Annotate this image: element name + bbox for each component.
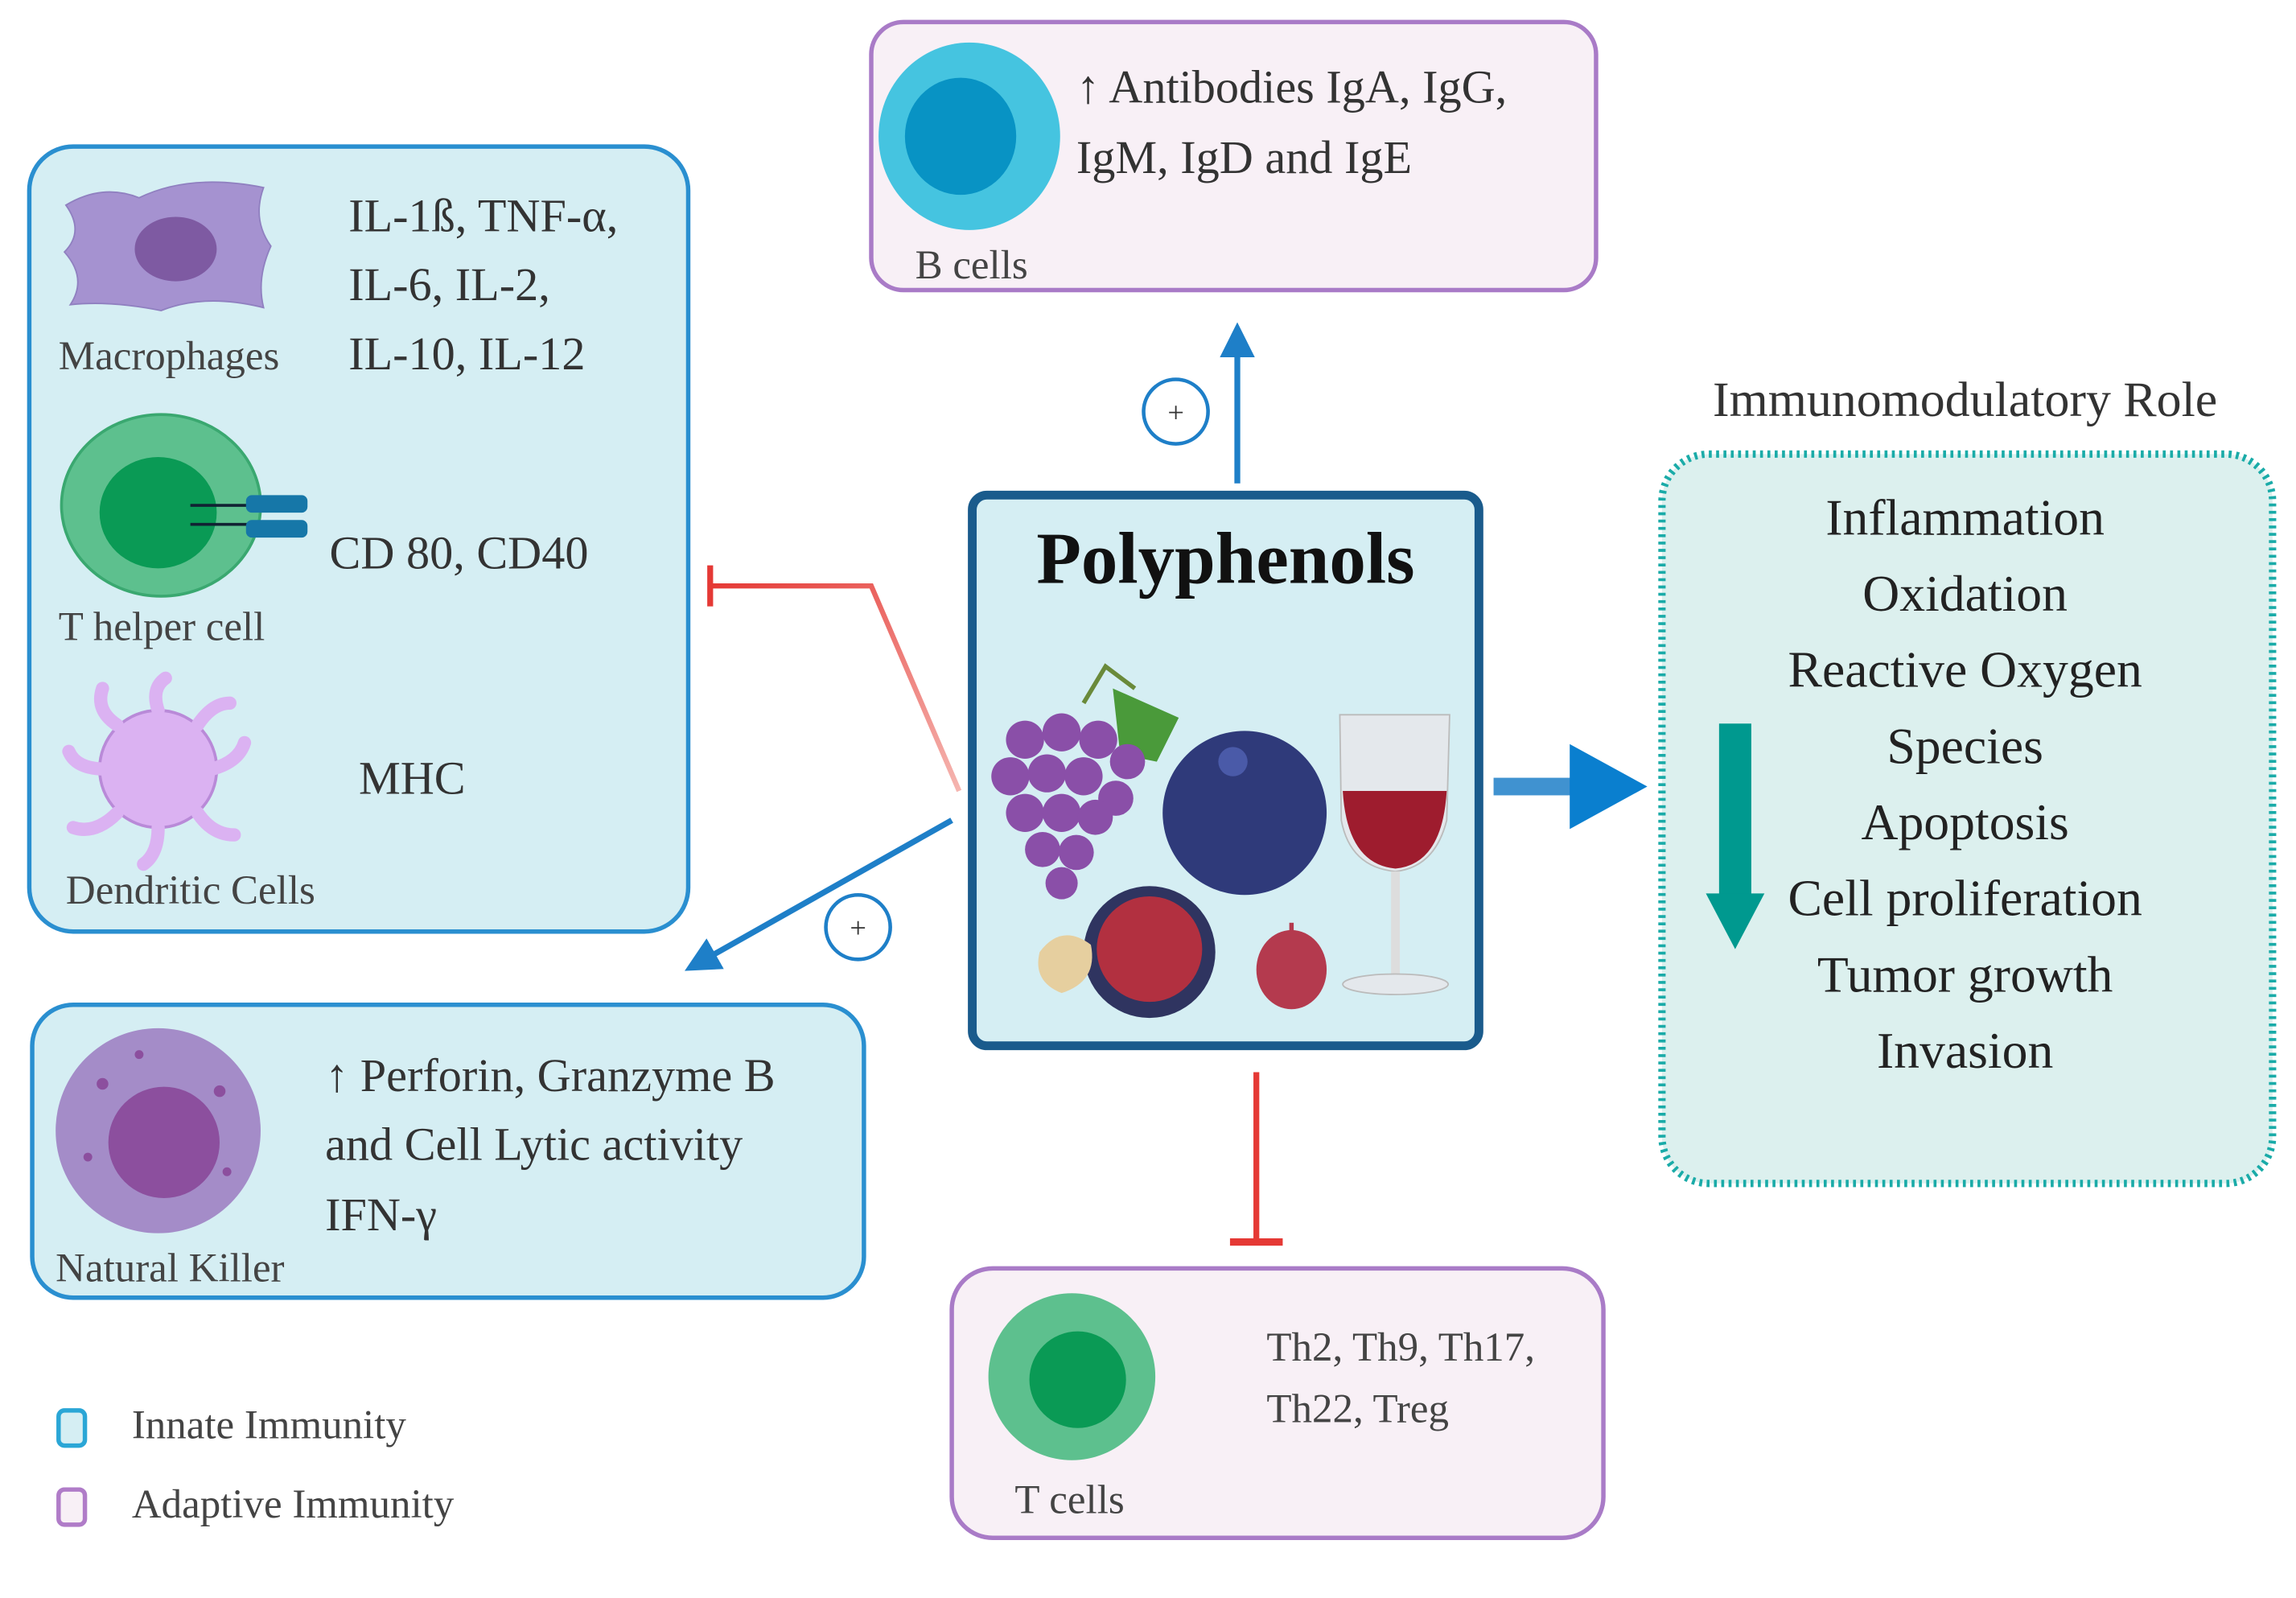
role-item: Oxidation	[1862, 565, 2068, 622]
blueberry-icon	[1162, 731, 1327, 896]
t-cell-icon	[988, 1293, 1156, 1460]
legend-swatch-innate	[56, 1408, 88, 1448]
nk-effect-line: IFN-γ	[325, 1188, 437, 1241]
legend: Innate Immunity Adaptive Immunity	[56, 1402, 455, 1527]
onion-icon	[1256, 922, 1327, 1010]
fig-icon	[1038, 886, 1216, 1019]
role-item: Reactive Oxygen	[1788, 641, 2142, 698]
b-cell-effect-line: IgM, IgD and IgE	[1076, 131, 1412, 183]
role-item: Apoptosis	[1861, 793, 2068, 850]
t-cells-box: Th2, Th9, Th17, Th22, Treg T cells	[949, 1266, 1606, 1540]
role-item: Cell proliferation	[1788, 870, 2142, 927]
t-cell-subset-line: Th2, Th9, Th17,	[1266, 1325, 1535, 1370]
t-cells-label: T cells	[1014, 1477, 1124, 1522]
grapes-icon	[991, 663, 1179, 900]
right-arrow-icon	[1493, 743, 1648, 830]
macrophages-label: Macrophages	[59, 334, 279, 379]
cytokine-line: IL-1ß, TNF-α,	[348, 190, 618, 242]
t-helper-cell-icon	[60, 413, 308, 598]
legend-swatch-adaptive	[56, 1487, 88, 1527]
natural-killer-label: Natural Killer	[56, 1246, 284, 1291]
plus-icon: +	[824, 892, 892, 962]
cytokine-line: IL-10, IL-12	[348, 327, 585, 380]
plus-icon: +	[1142, 377, 1210, 446]
wine-glass-icon	[1339, 714, 1450, 995]
natural-killer-box: ↑ Perforin, Granzyme B and Cell Lytic ac…	[30, 1003, 866, 1300]
b-cell-effect-line: ↑ Antibodies IgA, IgG,	[1076, 61, 1507, 113]
inhibition-line-innate	[710, 583, 962, 793]
svg-text:+: +	[850, 912, 866, 944]
dendritic-label: Dendritic Cells	[66, 868, 315, 913]
immunomodulatory-role-box: Inflammation Oxidation Reactive Oxygen S…	[1658, 450, 2277, 1188]
role-item: Species	[1887, 717, 2043, 774]
svg-text:+: +	[1167, 396, 1184, 428]
role-item: Invasion	[1877, 1022, 2053, 1079]
dendritic-markers: MHC	[359, 752, 466, 805]
role-item: Tumor growth	[1817, 945, 2113, 1003]
macrophage-icon	[63, 181, 272, 311]
b-cell-icon	[878, 42, 1060, 230]
activation-arrow-nk	[685, 818, 953, 971]
down-arrow-icon	[1706, 723, 1765, 949]
b-cells-label: B cells	[916, 243, 1028, 288]
polyphenols-box: Polyphenols	[968, 490, 1483, 1051]
t-helper-label: T helper cell	[59, 605, 265, 650]
nk-effect-line: and Cell Lytic activity	[325, 1118, 743, 1171]
legend-label-adaptive: Adaptive Immunity	[132, 1482, 455, 1527]
b-cells-box: ↑ Antibodies IgA, IgG, IgM, IgD and IgE …	[869, 19, 1599, 293]
polyphenols-title: Polyphenols	[1036, 518, 1414, 599]
role-title: Immunomodulatory Role	[1713, 373, 2217, 427]
t-cell-subset-line: Th22, Treg	[1266, 1386, 1449, 1431]
nk-effect-line: ↑ Perforin, Granzyme B	[325, 1049, 776, 1102]
dendritic-cell-icon	[62, 671, 252, 871]
innate-immunity-box: Macrophages IL-1ß, TNF-α, IL-6, IL-2, IL…	[27, 144, 691, 934]
role-item: Inflammation	[1825, 488, 2105, 546]
cytokine-line: IL-6, IL-2,	[348, 258, 550, 311]
natural-killer-cell-icon	[56, 1028, 261, 1234]
legend-label-innate: Innate Immunity	[132, 1402, 407, 1448]
t-helper-markers: CD 80, CD40	[330, 526, 589, 579]
